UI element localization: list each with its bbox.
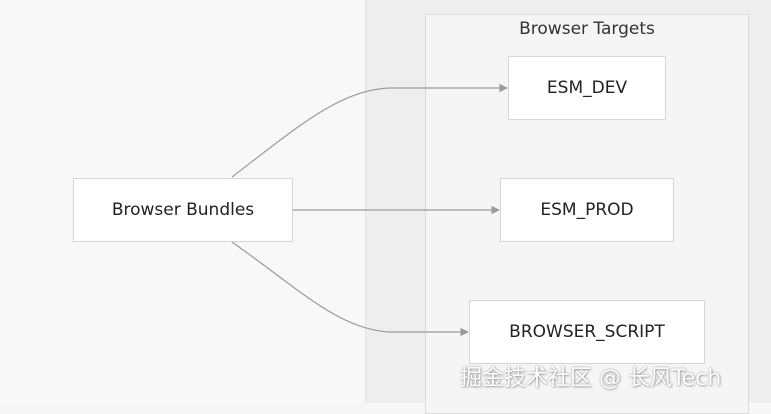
node-esm-dev: ESM_DEV bbox=[508, 56, 666, 120]
node-browser-script: BROWSER_SCRIPT bbox=[469, 300, 705, 364]
node-browser-bundles: Browser Bundles bbox=[73, 178, 293, 242]
cluster-label: Browser Targets bbox=[519, 19, 655, 39]
node-browser-script-label: BROWSER_SCRIPT bbox=[509, 322, 665, 342]
node-esm-prod-label: ESM_PROD bbox=[540, 200, 634, 220]
node-esm-dev-label: ESM_DEV bbox=[546, 78, 628, 98]
edges-layer bbox=[231, 83, 508, 337]
edge-to-browser-script bbox=[231, 241, 469, 337]
node-browser-bundles-label: Browser Bundles bbox=[111, 200, 255, 220]
watermark-text: 掘金技术社区 @ 长风Tech bbox=[460, 366, 722, 391]
edge-to-esm-dev bbox=[231, 83, 508, 178]
node-esm-prod: ESM_PROD bbox=[500, 178, 674, 242]
diagram-canvas: Browser Targets Browser Bundles ESM_DEV … bbox=[73, 0, 749, 414]
